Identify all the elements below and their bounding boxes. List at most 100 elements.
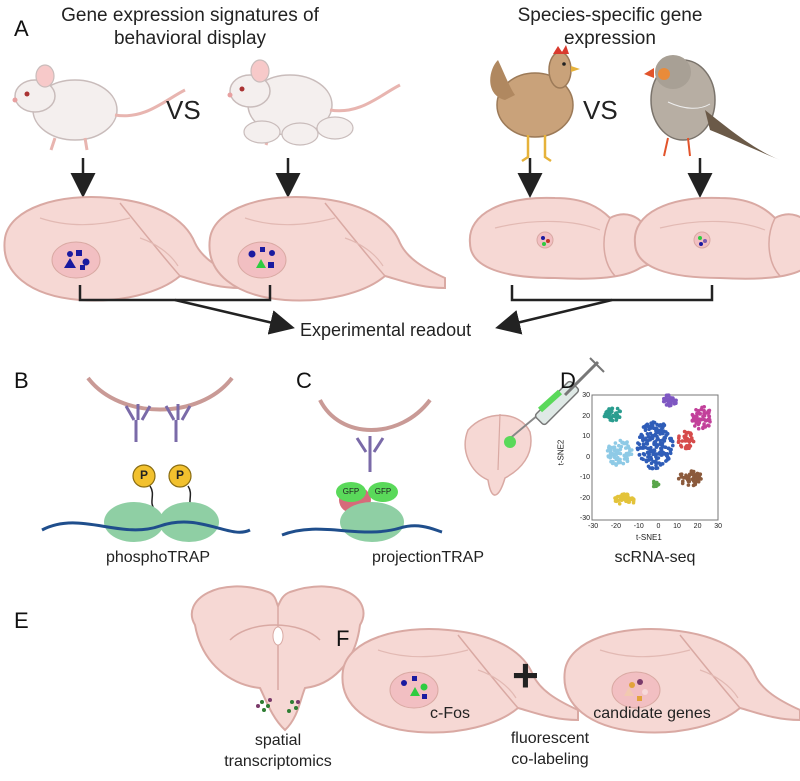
tsne-point bbox=[654, 460, 658, 465]
tsne-point bbox=[685, 475, 690, 479]
tsne-point bbox=[704, 419, 708, 423]
experimental-readout-label: Experimental readout bbox=[300, 320, 472, 340]
tsne-point bbox=[629, 452, 634, 457]
panel-f-bottom-caption-line1: fluorescent bbox=[510, 730, 590, 747]
tsne-point bbox=[669, 436, 673, 441]
tsne-point bbox=[707, 408, 712, 413]
x-tick: 10 bbox=[673, 523, 681, 530]
tsne-point bbox=[656, 482, 661, 487]
tsne-point bbox=[670, 439, 675, 444]
tsne-y-ticks: 30 20 10 0 -10 -20 -30 bbox=[576, 392, 590, 522]
tsne-point bbox=[618, 451, 623, 456]
tsne-y-label: t-SNE2 bbox=[556, 439, 566, 466]
tsne-point bbox=[680, 439, 685, 443]
tsne-point bbox=[645, 442, 650, 446]
down-arrows bbox=[70, 158, 713, 198]
tsne-point bbox=[607, 415, 611, 420]
tsne-point bbox=[689, 469, 694, 473]
chicken-icon bbox=[490, 45, 580, 163]
tsne-point bbox=[644, 436, 648, 441]
tsne-point bbox=[622, 497, 627, 502]
tsne-point bbox=[646, 455, 650, 459]
bird-brain-left bbox=[468, 196, 696, 280]
tsne-point bbox=[630, 448, 634, 452]
panel-f-bottom-caption: fluorescent co-labeling bbox=[480, 728, 620, 770]
tsne-point bbox=[667, 457, 671, 461]
tsne-point bbox=[674, 400, 678, 405]
mouse-icon bbox=[11, 63, 187, 152]
tsne-point bbox=[687, 478, 691, 482]
tsne-point bbox=[653, 484, 657, 489]
tsne-point bbox=[701, 425, 705, 430]
tsne-point bbox=[661, 445, 665, 449]
panel-a-letter: A bbox=[14, 16, 29, 41]
tsne-point bbox=[701, 414, 705, 419]
tsne-point bbox=[613, 496, 617, 500]
tsne-point bbox=[621, 461, 626, 466]
tsne-point bbox=[609, 418, 613, 422]
tsne-point bbox=[680, 481, 685, 486]
tsne-point bbox=[618, 447, 623, 452]
tsne-point bbox=[667, 401, 672, 406]
tsne-point bbox=[617, 443, 621, 448]
panel-b-caption: phosphoTRAP bbox=[105, 549, 211, 566]
panel-a-left-title-line2: behavioral display bbox=[113, 28, 267, 49]
tsne-point bbox=[610, 406, 614, 411]
tsne-point bbox=[679, 475, 684, 479]
tsne-x-ticks: -30 -20 -10 0 10 20 30 bbox=[588, 523, 722, 530]
tsne-point bbox=[661, 429, 665, 434]
syringe-icon bbox=[504, 357, 605, 448]
y-tick: -20 bbox=[579, 494, 590, 502]
tsne-point bbox=[641, 438, 645, 443]
tsne-point bbox=[613, 462, 618, 466]
panel-e-caption: spatial transcriptomics bbox=[188, 730, 368, 772]
tsne-point bbox=[649, 424, 654, 428]
tsne-point bbox=[662, 423, 667, 428]
tsne-point bbox=[614, 499, 619, 504]
tsne-point bbox=[697, 473, 702, 478]
tsne-point bbox=[646, 452, 651, 456]
readout-connectors bbox=[78, 285, 714, 335]
tsne-point bbox=[607, 407, 611, 411]
tsne-point bbox=[617, 409, 622, 413]
tsne-point bbox=[654, 442, 659, 447]
tsne-point bbox=[695, 411, 699, 416]
tsne-point bbox=[642, 425, 646, 429]
panel-d-caption: scRNA-seq bbox=[614, 549, 696, 566]
tsne-point bbox=[615, 411, 619, 415]
tsne-point bbox=[658, 432, 662, 436]
tsne-point bbox=[698, 417, 703, 422]
tsne-point bbox=[702, 408, 706, 413]
tsne-point bbox=[646, 424, 651, 429]
tsne-point bbox=[684, 446, 688, 450]
tsne-point bbox=[677, 436, 681, 440]
y-tick: 30 bbox=[582, 392, 590, 399]
gfp-label-2: GFP bbox=[368, 482, 398, 502]
tsne-point bbox=[649, 461, 654, 466]
tsne-point bbox=[649, 455, 653, 460]
tsne-point bbox=[664, 459, 668, 463]
tsne-point bbox=[611, 445, 616, 450]
tsne-point bbox=[679, 445, 684, 449]
tsne-point bbox=[614, 448, 618, 453]
tsne-point bbox=[676, 440, 681, 445]
tsne-point bbox=[625, 493, 630, 497]
finch-icon bbox=[644, 55, 780, 160]
tsne-point bbox=[695, 414, 699, 419]
tsne-point bbox=[646, 446, 650, 451]
tsne-point bbox=[690, 412, 695, 417]
tsne-point bbox=[692, 478, 696, 483]
tsne-point bbox=[668, 451, 673, 456]
tsne-point bbox=[659, 462, 663, 466]
tsne-point bbox=[665, 431, 670, 436]
tsne-point bbox=[639, 456, 644, 461]
tsne-point bbox=[638, 446, 643, 450]
tsne-point bbox=[627, 500, 631, 504]
y-tick: -30 bbox=[579, 515, 590, 522]
tsne-point bbox=[691, 439, 696, 444]
y-tick: 20 bbox=[582, 412, 590, 420]
panel-a-left-title: Gene expression signatures of behavioral… bbox=[40, 4, 340, 50]
p-label-2: P bbox=[175, 468, 184, 482]
tsne-point bbox=[649, 445, 653, 450]
tsne-point bbox=[706, 423, 710, 428]
